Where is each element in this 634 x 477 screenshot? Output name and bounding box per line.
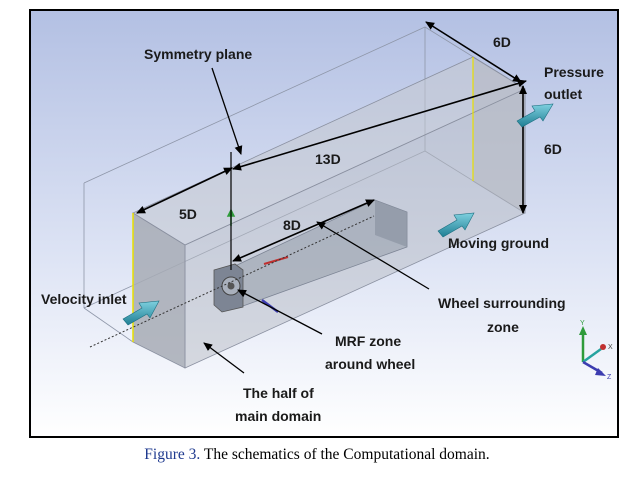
moving-ground-arrow-icon bbox=[437, 212, 475, 238]
global-axis-triad bbox=[579, 326, 606, 376]
flow-arrows bbox=[122, 103, 554, 326]
label-symmetry-plane: Symmetry plane bbox=[144, 46, 252, 62]
label-dim-5d: 5D bbox=[179, 206, 197, 222]
label-dim-6d-top: 6D bbox=[493, 34, 511, 50]
figure-caption: Figure 3. The schematics of the Computat… bbox=[0, 446, 634, 464]
label-mrf-zone-line1: MRF zone bbox=[335, 333, 401, 349]
label-dim-8d: 8D bbox=[283, 217, 301, 233]
label-mrf-zone-line2: around wheel bbox=[325, 356, 415, 372]
mrf-zone-leader bbox=[237, 289, 323, 335]
pressure-outlet-arrow-icon bbox=[516, 103, 554, 128]
label-pressure-outlet-line2: outlet bbox=[544, 86, 582, 102]
dim-6d-top-line bbox=[425, 21, 522, 83]
label-pressure-outlet-line1: Pressure bbox=[544, 64, 604, 80]
wheel-surrounding-leader bbox=[316, 221, 430, 290]
label-half-domain-line1: The half of bbox=[243, 385, 314, 401]
computational-domain-diagram: Symmetry plane 6D Pressure outlet 6D 13D… bbox=[31, 11, 617, 436]
label-velocity-inlet: Velocity inlet bbox=[41, 291, 127, 307]
caption-figure-number: Figure 3. bbox=[144, 446, 201, 463]
label-dim-6d-right: 6D bbox=[544, 141, 562, 157]
diagram-labels: Symmetry plane 6D Pressure outlet 6D 13D… bbox=[41, 34, 613, 424]
leader-arrows bbox=[203, 67, 430, 374]
label-wheel-surrounding-line2: zone bbox=[487, 319, 519, 335]
symmetry-plane-leader bbox=[211, 67, 243, 155]
dim-8d-line bbox=[232, 199, 375, 262]
axis-label-z: Z bbox=[607, 374, 612, 381]
dim-13d-line bbox=[232, 79, 527, 171]
caption-text: The schematics of the Computational doma… bbox=[200, 446, 490, 463]
half-domain-leader bbox=[203, 342, 245, 374]
velocity-inlet-arrow-icon bbox=[122, 300, 160, 326]
dim-5d-line bbox=[136, 167, 233, 214]
axis-label-x: X bbox=[608, 344, 613, 351]
mrf-zone bbox=[213, 263, 244, 313]
label-moving-ground: Moving ground bbox=[448, 235, 549, 251]
label-half-domain-line2: main domain bbox=[235, 408, 321, 424]
label-dim-13d: 13D bbox=[315, 151, 341, 167]
label-wheel-surrounding-line1: Wheel surrounding bbox=[438, 295, 566, 311]
dimension-lines bbox=[136, 21, 527, 262]
figure-frame: Symmetry plane 6D Pressure outlet 6D 13D… bbox=[29, 9, 619, 438]
axis-label-y: Y bbox=[580, 320, 585, 327]
